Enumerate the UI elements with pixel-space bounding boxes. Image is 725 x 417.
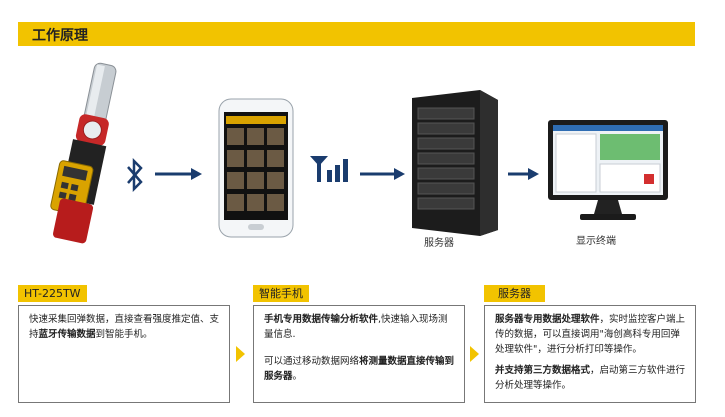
arrow-right-icon [236, 346, 245, 362]
server-image [412, 90, 498, 236]
step-description-server: 服务器专用数据处理软件，实时监控客户端上传的数据，可以直接调用"海创高科专用回弹… [484, 305, 696, 403]
arrow-right-icon [508, 168, 539, 180]
arrow-right-icon [155, 168, 202, 180]
bluetooth-icon [127, 158, 143, 192]
step-tag-phone: 智能手机 [253, 285, 309, 302]
display-terminal-image [548, 120, 668, 220]
step-description-hammer: 快速采集回弹数据，直接查看强度推定值、支持蓝牙传输数据到智能手机。 [18, 305, 230, 403]
step-tag-hammer: HT-225TW [18, 285, 87, 302]
step-tag-server: 服务器 [484, 285, 545, 302]
terminal-caption: 显示终端 [576, 236, 616, 247]
rebound-hammer-image [50, 62, 117, 244]
smartphone-image [218, 98, 294, 238]
workflow-diagram: 服务器 显示终端 [0, 60, 725, 260]
arrow-right-icon [360, 168, 405, 180]
step-text: 服务器专用数据处理软件，实时监控客户端上传的数据，可以直接调用"海创高科专用回弹… [495, 314, 686, 355]
step-text: 手机专用数据传输分析软件,快速输入现场测量信息. [264, 314, 448, 340]
page-title: 工作原理 [32, 28, 88, 44]
arrow-right-icon [470, 346, 479, 362]
server-caption: 服务器 [424, 238, 454, 249]
header-banner: 工作原理 [18, 22, 695, 46]
step-description-phone: 手机专用数据传输分析软件,快速输入现场测量信息. 可以通过移动数据网络将测量数据… [253, 305, 465, 403]
step-text: 可以通过移动数据网络将测量数据直接传输到服务器。 [264, 356, 455, 382]
signal-icon [310, 156, 348, 182]
step-text: 并支持第三方数据格式，启动第三方软件进行分析处理等操作。 [495, 365, 686, 391]
step-text: 快速采集回弹数据，直接查看强度推定值、支持蓝牙传输数据到智能手机。 [29, 314, 220, 340]
